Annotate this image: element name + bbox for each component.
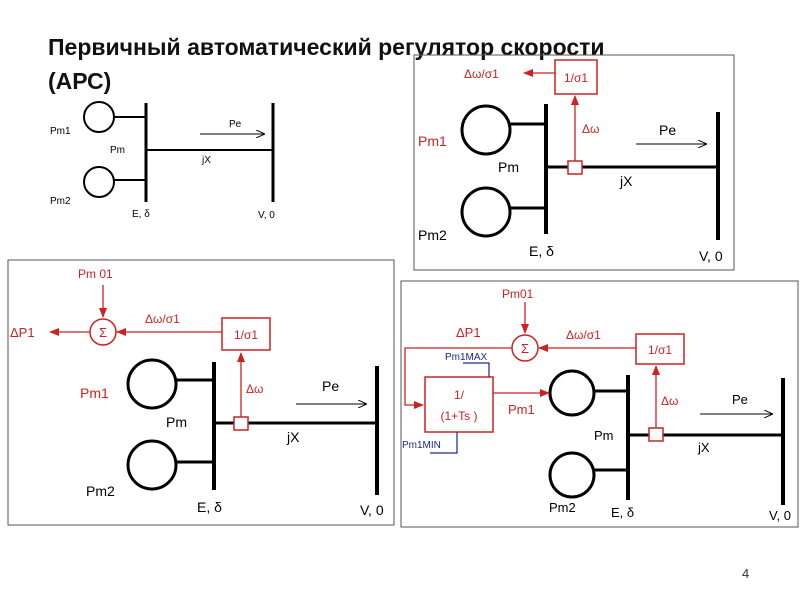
label-pm: Pm	[110, 145, 125, 156]
label-delta-omega-sigma: Δω/σ1	[566, 328, 601, 342]
label-dp1: ΔP1	[456, 325, 481, 340]
slide-title: Первичный автоматический регулятор скоро…	[48, 30, 748, 98]
label-e-delta: E, δ	[197, 499, 222, 515]
gain-block	[635, 333, 685, 365]
label-pm: Pm	[498, 159, 519, 175]
label-e-delta: E, δ	[132, 209, 150, 220]
speed-sensor	[567, 160, 583, 175]
label-pe: Pe	[732, 392, 748, 407]
gain-label: 1/σ1	[234, 328, 258, 342]
label-jx: jX	[697, 440, 710, 455]
sum-symbol: Σ	[521, 341, 529, 356]
label-pm1: Pm1	[50, 126, 71, 137]
label-pm1: Pm1	[418, 133, 447, 149]
title-line-2: (АРС)	[48, 68, 112, 94]
label-pm01: Pm01	[502, 287, 534, 301]
dp1-path	[404, 347, 512, 409]
label-delta-omega: Δω	[582, 122, 599, 136]
label-pm1max: Pm1MAX	[445, 352, 488, 363]
generator-2	[460, 186, 512, 238]
label-pe: Pe	[659, 122, 676, 138]
governor-tf-line2: (1+Ts )	[440, 409, 477, 423]
frame-3	[7, 259, 395, 526]
governor-tf-line1: 1/	[454, 388, 465, 402]
speed-sensor	[648, 427, 664, 442]
label-pe: Pe	[229, 119, 242, 130]
label-pm2: Pm2	[86, 483, 115, 499]
generator-1	[460, 104, 512, 156]
label-pm2: Pm2	[50, 196, 71, 207]
page-number: 4	[742, 566, 750, 581]
label-delta-omega: Δω	[661, 394, 678, 408]
label-pm2: Pm2	[549, 500, 576, 515]
generator-1	[83, 101, 115, 133]
generator-1	[126, 358, 178, 410]
label-v0: V, 0	[769, 508, 791, 523]
label-dp1: ΔP1	[10, 325, 35, 340]
label-pm1min: Pm1MIN	[402, 440, 441, 451]
diagram-with-governor: Σ 1/ (1+Ts ) Pm1MAX Pm1MIN 1/σ1 Pm01 ΔP1…	[400, 280, 799, 528]
diagram-basic: Pm1 Pm2 Pm Pe jX E, δ V, 0	[50, 101, 275, 221]
generator-2	[548, 451, 596, 499]
generator-1	[548, 369, 596, 417]
diagram-speed-feedback: 1/σ1 Δω/σ1 Δω Pm1 Pm2 Pm Pe jX E, δ V, 0	[413, 54, 735, 271]
label-v0: V, 0	[258, 210, 275, 221]
gain-label: 1/σ1	[564, 71, 588, 85]
label-v0: V, 0	[360, 502, 384, 518]
label-pm: Pm	[166, 414, 187, 430]
label-pm01: Pm 01	[78, 267, 113, 281]
limiter-max	[463, 362, 490, 377]
label-v0: V, 0	[699, 248, 723, 264]
label-e-delta: E, δ	[611, 505, 634, 520]
label-pm1: Pm1	[508, 402, 535, 417]
label-e-delta: E, δ	[529, 243, 554, 259]
frame-2	[413, 54, 735, 271]
frame-4	[400, 280, 799, 528]
label-delta-omega-sigma: Δω/σ1	[145, 312, 180, 326]
label-jx: jX	[201, 155, 211, 166]
gain-block	[554, 59, 598, 95]
label-pm1: Pm1	[80, 385, 109, 401]
governor-block	[424, 376, 494, 433]
gain-label: 1/σ1	[648, 343, 672, 357]
label-delta-omega-sigma: Δω/σ1	[464, 67, 499, 81]
generator-2	[126, 439, 178, 491]
limiter-min	[430, 432, 458, 454]
label-pe: Pe	[322, 378, 339, 394]
title-line-1: Первичный автоматический регулятор скоро…	[48, 34, 605, 60]
diagram-with-setpoint: Σ 1/σ1 Pm 01 ΔP1 Δω/σ1 Δω Pm1 Pm2 Pm Pe …	[7, 259, 395, 526]
label-pm: Pm	[594, 428, 614, 443]
gain-block	[221, 317, 271, 351]
speed-sensor	[233, 416, 249, 431]
label-jx: jX	[619, 173, 633, 189]
sum-symbol: Σ	[99, 325, 107, 340]
label-delta-omega: Δω	[246, 382, 263, 396]
generator-2	[83, 166, 115, 198]
label-jx: jX	[286, 429, 300, 445]
label-pm2: Pm2	[418, 227, 447, 243]
